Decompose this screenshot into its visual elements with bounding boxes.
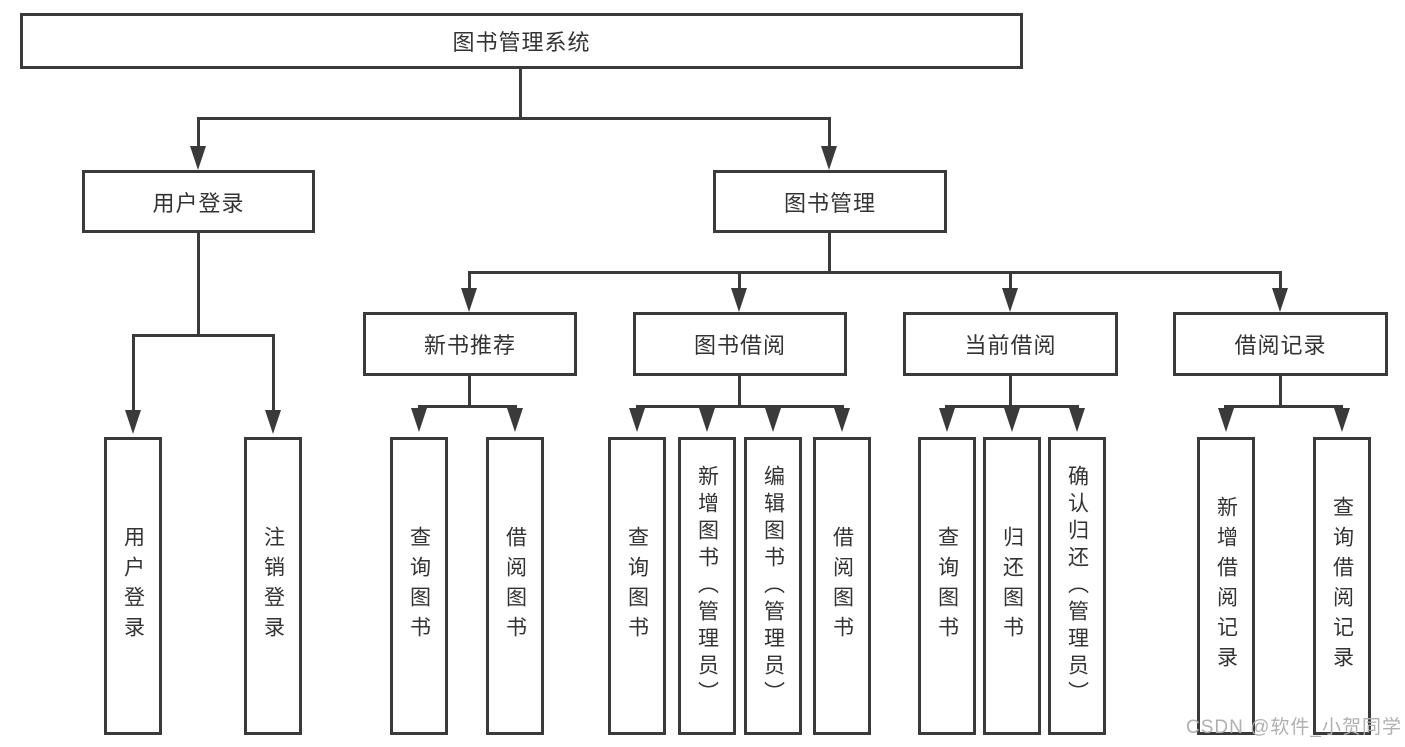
leaf-logout: 注销登录 [244,437,302,735]
leaf-label: 查询图书 [407,526,431,646]
connector-line [468,271,471,291]
arrow-down-icon [1004,408,1020,432]
connector-line [197,117,831,120]
connector-line [1279,376,1282,408]
connector-line [1224,405,1343,408]
leaf-add-borrow-record: 新增借阅记录 [1197,437,1255,735]
connector-line [1279,271,1282,291]
arrow-down-icon [265,410,281,434]
connector-line [468,271,1282,274]
leaf-add-book-admin: 新增图书（管理员） [678,437,736,735]
arrow-down-icon [1218,408,1234,432]
leaf-label: 查询借阅记录 [1330,496,1354,676]
arrow-down-icon [939,408,955,432]
leaf-borrow-books-1: 借阅图书 [486,437,544,735]
node-borrowing-records: 借阅记录 [1173,312,1388,376]
connector-line [132,334,135,412]
arrow-down-icon [731,288,747,312]
connector-line [272,334,275,412]
arrow-down-icon [411,408,427,432]
leaf-search-books-3: 查询图书 [918,437,976,735]
connector-line [945,405,1079,408]
leaf-label: 注销登录 [261,526,285,646]
connector-line [738,271,741,291]
arrow-down-icon [834,408,850,432]
connector-line [636,405,844,408]
connector-line [1009,271,1012,291]
watermark: CSDN @软件_小贺同学 [1186,717,1402,738]
leaf-edit-book-admin: 编辑图书（管理员） [744,437,802,735]
arrow-down-icon [1069,408,1085,432]
node-current-borrowing: 当前借阅 [903,312,1118,376]
leaf-label: 借阅图书 [830,526,854,646]
leaf-label: 编辑图书（管理员） [761,464,785,708]
leaf-return-book: 归还图书 [983,437,1041,735]
leaf-label: 查询图书 [935,526,959,646]
arrow-down-icon [507,408,523,432]
arrow-down-icon [1002,288,1018,312]
leaf-label: 归还图书 [1000,526,1024,646]
leaf-confirm-return-admin: 确认归还（管理员） [1048,437,1106,735]
node-library-system: 图书管理系统 [20,13,1023,69]
connector-line [468,376,471,408]
leaf-search-borrow-record: 查询借阅记录 [1313,437,1371,735]
arrow-down-icon [190,146,206,170]
arrow-down-icon [699,408,715,432]
arrow-down-icon [461,288,477,312]
node-book-borrowing: 图书借阅 [633,312,847,376]
connector-line [738,376,741,408]
leaf-borrow-books-2: 借阅图书 [813,437,871,735]
node-book-management: 图书管理 [713,170,947,233]
connector-line [828,117,831,150]
connector-line [197,117,200,150]
connector-line [197,233,200,337]
arrow-down-icon [125,410,141,434]
leaf-label: 确认归还（管理员） [1065,464,1089,708]
connector-line [1009,376,1012,408]
leaf-label: 新增借阅记录 [1214,496,1238,676]
connector-line [828,233,831,274]
leaf-search-books-2: 查询图书 [608,437,666,735]
connector-line [132,334,275,337]
connector-line [418,405,517,408]
leaf-user-login: 用户登录 [104,437,162,735]
arrow-down-icon [1272,288,1288,312]
node-user-login: 用户登录 [82,170,315,233]
leaf-label: 查询图书 [625,526,649,646]
leaf-label: 借阅图书 [503,526,527,646]
leaf-label: 新增图书（管理员） [695,464,719,708]
arrow-down-icon [629,408,645,432]
arrow-down-icon [1334,408,1350,432]
connector-line [519,69,522,118]
leaf-label: 用户登录 [121,526,145,646]
arrow-down-icon [821,146,837,170]
leaf-search-books-1: 查询图书 [390,437,448,735]
node-new-book-recommend: 新书推荐 [363,312,577,376]
arrow-down-icon [765,408,781,432]
